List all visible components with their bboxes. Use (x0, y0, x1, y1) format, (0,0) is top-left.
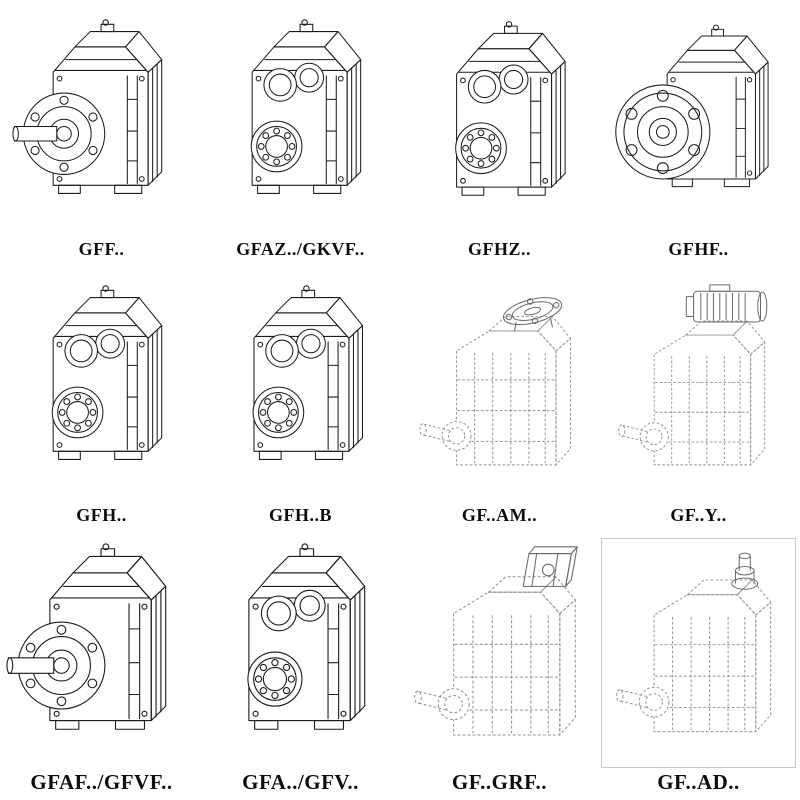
model-label: GF..AD.. (657, 769, 740, 794)
model-label: GFAF../GFVF.. (30, 769, 173, 794)
model-label: GF..Y.. (670, 505, 727, 526)
gearbox-input-flange-drawing (402, 272, 597, 503)
gearbox-with-motor-drawing (601, 272, 796, 503)
catalog-cell-gf-y: GF..Y.. (599, 268, 798, 534)
model-label: GFHZ.. (467, 239, 531, 260)
model-label: GF..GRF.. (451, 769, 548, 794)
model-label: GFH.. (76, 505, 127, 526)
catalog-cell-gfhf: GFHF.. (599, 2, 798, 268)
model-label: GF..AM.. (461, 505, 538, 526)
catalog-cell-gfh: GFH.. (2, 268, 201, 534)
gearbox-hollow-bore-foot-drawing (203, 272, 398, 503)
gearbox-flange-output-drawing (4, 538, 199, 768)
catalog-cell-gfaz-gkvf: GFAZ../GKVF.. (201, 2, 400, 268)
model-label: GFHF.. (668, 239, 729, 260)
gearbox-shaft-mounted-drawing (203, 538, 398, 768)
gearbox-flange-face-drawing (601, 6, 796, 237)
model-label: GFAZ../GKVF.. (236, 239, 365, 260)
gearbox-input-shaft-drawing (601, 538, 796, 768)
catalog-cell-gfh-b: GFH..B (201, 268, 400, 534)
gearbox-flange-output-drawing (4, 6, 199, 237)
gearbox-shaft-mounted-drawing (203, 6, 398, 237)
catalog-cell-gff: GFF.. (2, 2, 201, 268)
catalog-cell-gfhz: GFHZ.. (400, 2, 599, 268)
model-label: GFH..B (268, 505, 332, 526)
catalog-cell-gf-am: GF..AM.. (400, 268, 599, 534)
catalog-cell-gf-ad: GF..AD.. (599, 534, 798, 800)
model-label: GFA../GFV.. (242, 769, 359, 794)
catalog-cell-gf-grf: GF..GRF.. (400, 534, 599, 800)
catalog-cell-gfaf-gfvf: GFAF../GFVF.. (2, 534, 201, 800)
gearbox-adapter-block-drawing (402, 538, 597, 768)
catalog-cell-gfa-gfv: GFA../GFV.. (201, 534, 400, 800)
gearbox-hollow-shaft-drawing (402, 6, 597, 237)
gearbox-hollow-bore-drawing (4, 272, 199, 503)
model-label: GFF.. (78, 239, 125, 260)
